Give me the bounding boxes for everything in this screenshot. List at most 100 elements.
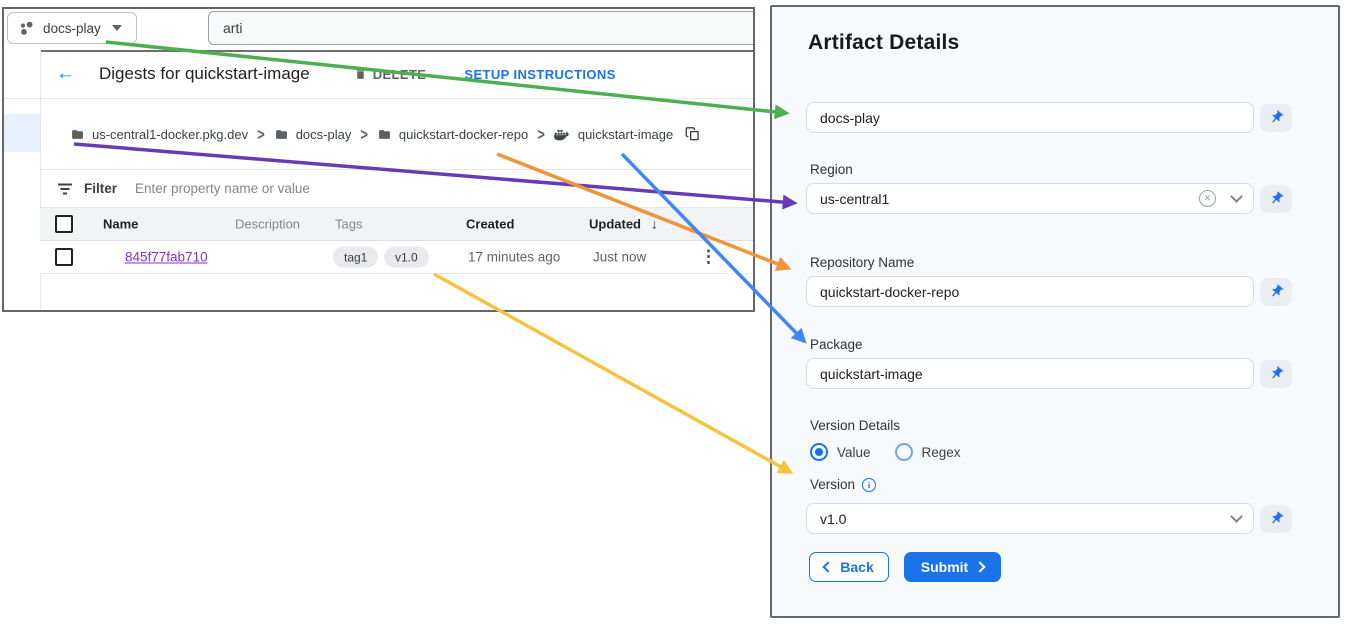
breadcrumb-label: docs-play bbox=[295, 126, 352, 142]
breadcrumb-label: us-central1-docker.pkg.dev bbox=[92, 126, 249, 142]
chevron-separator-icon: > bbox=[537, 124, 545, 144]
artifact-details-panel: Artifact Details docs-play Region us-cen… bbox=[770, 5, 1340, 618]
radio-selected-icon bbox=[810, 443, 828, 461]
version-field-row: v1.0 bbox=[806, 503, 1292, 534]
project-icon bbox=[20, 21, 33, 35]
digests-toolbar: ← Digests for quickstart-image DELETE SE… bbox=[4, 50, 753, 99]
project-field-row: docs-play bbox=[806, 102, 1292, 133]
folder-icon bbox=[379, 129, 390, 139]
console-screenshot: docs-play ← Digests for quickstart-image… bbox=[2, 7, 755, 312]
pin-icon bbox=[1271, 366, 1283, 379]
submit-button-label: Submit bbox=[920, 559, 969, 575]
more-vert-icon[interactable]: ⋮ bbox=[700, 247, 717, 266]
setup-instructions-button[interactable]: SETUP INSTRUCTIONS bbox=[464, 66, 616, 82]
column-header-name[interactable]: Name bbox=[103, 216, 139, 232]
radio-label: Value bbox=[837, 444, 871, 460]
created-value: 17 minutes ago bbox=[468, 249, 561, 265]
package-field-row: quickstart-image bbox=[806, 358, 1292, 389]
pin-icon bbox=[1271, 511, 1283, 524]
delete-label: DELETE bbox=[372, 66, 427, 82]
pin-button[interactable] bbox=[1260, 103, 1292, 132]
chevron-right-icon bbox=[974, 561, 986, 573]
panel-title: Artifact Details bbox=[808, 31, 960, 54]
chevron-separator-icon: > bbox=[360, 124, 368, 144]
package-label: Package bbox=[810, 337, 863, 352]
back-arrow-icon[interactable]: ← bbox=[56, 63, 75, 84]
sort-desc-icon: ↓ bbox=[651, 216, 658, 232]
digest-link[interactable]: 845f77fab710 bbox=[125, 249, 208, 265]
chevron-separator-icon: > bbox=[257, 124, 265, 144]
column-header-tags: Tags bbox=[335, 216, 363, 232]
version-field[interactable]: v1.0 bbox=[806, 503, 1254, 534]
package-field[interactable]: quickstart-image bbox=[806, 358, 1254, 389]
repository-field-row: quickstart-docker-repo bbox=[806, 276, 1292, 307]
pin-button[interactable] bbox=[1260, 184, 1292, 213]
version-details-radio-group: Value Regex bbox=[810, 443, 961, 461]
pin-icon bbox=[1271, 284, 1283, 297]
chevron-left-icon bbox=[822, 561, 834, 573]
page-title: Digests for quickstart-image bbox=[99, 64, 310, 83]
region-field[interactable]: us-central1 ✕ bbox=[806, 183, 1254, 214]
chevron-down-icon[interactable] bbox=[1230, 190, 1243, 203]
row-checkbox[interactable] bbox=[55, 248, 73, 266]
column-header-updated[interactable]: Updated↓ bbox=[589, 216, 658, 232]
filter-input[interactable] bbox=[133, 180, 518, 197]
tag-chip[interactable]: tag1 bbox=[333, 246, 379, 268]
project-field[interactable]: docs-play bbox=[806, 102, 1254, 133]
submit-button[interactable]: Submit bbox=[904, 552, 1001, 582]
tag-chip[interactable]: v1.0 bbox=[384, 246, 429, 268]
radio-option-value[interactable]: Value bbox=[810, 443, 871, 461]
table-header: Name Description Tags Created Updated↓ bbox=[40, 208, 753, 241]
region-field-row: us-central1 ✕ bbox=[806, 183, 1292, 214]
radio-option-regex[interactable]: Regex bbox=[894, 443, 961, 461]
chevron-down-icon[interactable] bbox=[1230, 510, 1243, 523]
panel-actions: Back Submit bbox=[809, 552, 1001, 582]
search-input[interactable] bbox=[208, 11, 753, 45]
breadcrumb-label: quickstart-image bbox=[577, 126, 674, 142]
back-button[interactable]: Back bbox=[809, 552, 889, 582]
project-selector-label: docs-play bbox=[43, 20, 101, 36]
info-icon[interactable]: i bbox=[862, 477, 877, 492]
project-selector[interactable]: docs-play bbox=[7, 12, 137, 44]
select-all-checkbox[interactable] bbox=[55, 215, 73, 233]
breadcrumb: us-central1-docker.pkg.dev > docs-play >… bbox=[40, 99, 753, 170]
table-row: 845f77fab710 tag1 v1.0 17 minutes ago Ju… bbox=[40, 241, 753, 274]
breadcrumb-item-project[interactable]: docs-play bbox=[274, 126, 352, 142]
nav-selected-highlight[interactable] bbox=[4, 114, 40, 152]
copy-icon[interactable] bbox=[685, 126, 700, 142]
version-label: Version bbox=[810, 477, 856, 492]
region-label: Region bbox=[810, 162, 853, 177]
repository-field-value: quickstart-docker-repo bbox=[820, 283, 960, 300]
left-nav-rail bbox=[4, 50, 41, 310]
clear-icon[interactable]: ✕ bbox=[1199, 190, 1216, 207]
breadcrumb-item-repository[interactable]: quickstart-docker-repo bbox=[377, 127, 528, 142]
delete-button[interactable]: DELETE bbox=[354, 67, 427, 82]
folder-icon bbox=[72, 129, 83, 139]
pin-button[interactable] bbox=[1260, 277, 1292, 306]
console-topbar: docs-play bbox=[4, 9, 753, 52]
project-field-value: docs-play bbox=[820, 109, 880, 126]
pin-button[interactable] bbox=[1260, 504, 1292, 533]
breadcrumb-item-host[interactable]: us-central1-docker.pkg.dev bbox=[70, 127, 248, 142]
package-field-value: quickstart-image bbox=[820, 365, 923, 382]
filter-bar: Filter bbox=[40, 170, 753, 208]
filter-label: Filter bbox=[84, 181, 118, 196]
pin-icon bbox=[1271, 110, 1283, 123]
folder-icon bbox=[275, 129, 287, 139]
column-header-description: Description bbox=[235, 216, 301, 232]
back-button-label: Back bbox=[840, 559, 874, 575]
radio-unselected-icon bbox=[894, 443, 913, 461]
filter-icon bbox=[58, 183, 72, 194]
breadcrumb-item-image[interactable]: quickstart-image bbox=[553, 126, 674, 142]
column-header-created[interactable]: Created bbox=[466, 216, 515, 232]
trash-icon bbox=[356, 69, 364, 79]
updated-value: Just now bbox=[593, 249, 647, 265]
breadcrumb-label: quickstart-docker-repo bbox=[398, 126, 529, 142]
pin-icon bbox=[1271, 191, 1283, 204]
dropdown-arrow-icon bbox=[111, 25, 122, 31]
repository-field[interactable]: quickstart-docker-repo bbox=[806, 276, 1254, 307]
region-field-value: us-central1 bbox=[820, 190, 890, 207]
pin-button[interactable] bbox=[1260, 359, 1292, 388]
repository-label: Repository Name bbox=[810, 255, 915, 270]
